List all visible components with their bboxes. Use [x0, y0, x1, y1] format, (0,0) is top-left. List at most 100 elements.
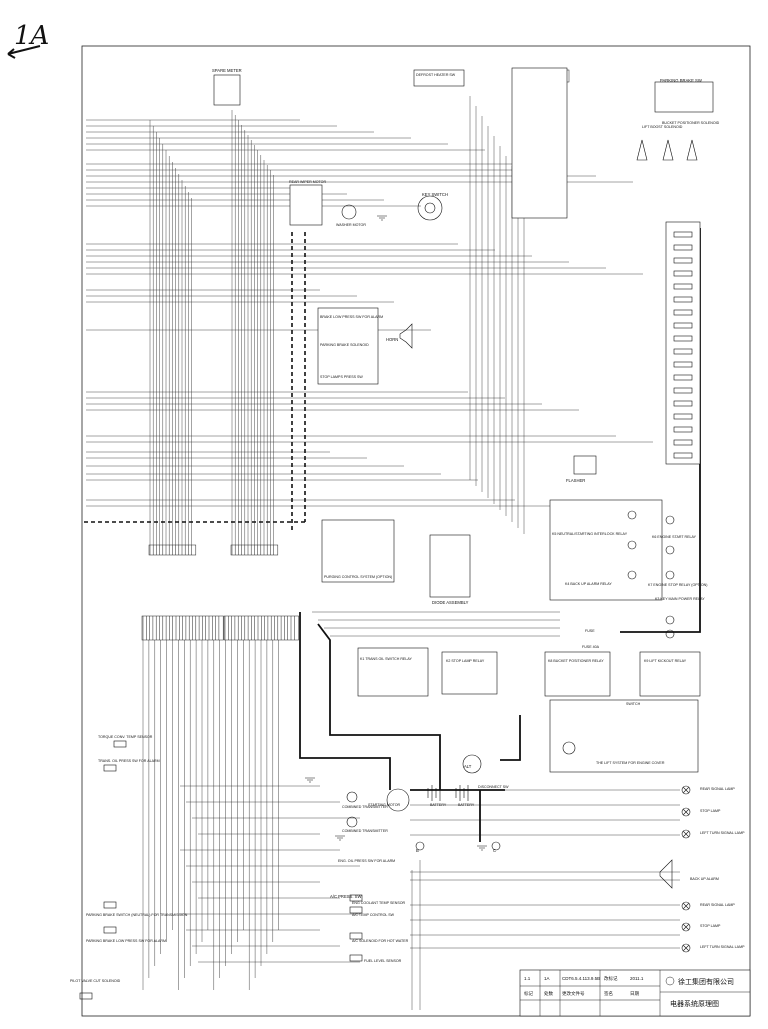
label-stop-lamp-1: STOP LAMP: [700, 809, 721, 813]
label-k1: K1 TRANS OIL SWITCH RELAY: [360, 657, 412, 661]
label-ac-press: A/C PRESS. SW: [330, 894, 361, 899]
label-washer-motor: WASHER MOTOR: [336, 223, 366, 227]
label-back-up-alarm: BACK UP ALARM: [690, 877, 719, 881]
fuse-icon: [673, 439, 693, 446]
label-stop-lamps-press: STOP LAMPS PRESS SW: [320, 375, 363, 379]
label-horn: HORN: [386, 337, 398, 342]
fuse-icon: [673, 452, 693, 459]
fuse-icon: [673, 296, 693, 303]
label-rear-signal-lamp-1: REAR SIGNAL LAMP: [700, 787, 735, 791]
battery-icon: [427, 785, 441, 801]
lamp-icon: [681, 829, 691, 839]
sensor-icon: [349, 954, 363, 962]
relay-coil-icon: [665, 570, 675, 580]
starting-motor-icon: [386, 788, 410, 812]
c-stud-icon: [491, 841, 501, 851]
label-purging: PURGING CONTROL SYSTEM (OPTION): [324, 575, 392, 579]
label-combined-transmitter-2: COMBINED TRANSMITTER: [342, 829, 388, 833]
label-starting-motor: STARTING MOTOR: [368, 803, 401, 807]
label-b-stud: B: [416, 848, 419, 853]
component-symbols: [79, 139, 698, 1000]
relay-coil-icon: [627, 570, 637, 580]
label-k9: K9 LIFT KICKOUT RELAY: [644, 659, 687, 663]
sensor-icon: [103, 926, 117, 934]
tb-cell-r1c3: CDT6.5.4.113.9.5B: [562, 976, 600, 981]
fuse-icon: [673, 309, 693, 316]
tb-cell-r2c2: 处数: [544, 990, 553, 997]
title-block-frame: [519, 969, 751, 1017]
lamp-cross: [682, 944, 690, 952]
label-lift-boost: LIFT BOOST SOLENOID: [642, 125, 683, 129]
fuse-icon: [673, 244, 693, 251]
components: [213, 67, 751, 1017]
relay-coil-icon: [665, 515, 675, 525]
fuse-icon: [673, 257, 693, 264]
tb-drawing-title: 电器系统原理图: [670, 999, 719, 1008]
label-k5: K5 NEUTRAL/STARTING INTERLOCK RELAY: [552, 532, 628, 536]
purging-box: [321, 519, 395, 583]
label-torque-conv: TORQUE CONV. TEMP SENSOR: [98, 735, 153, 739]
title-block-text: 1.1 1A CDT6.5.4.113.9.5B 改标记 2011.1 标记 处…: [524, 975, 734, 1008]
label-pilot-valve: PILOT VALVE CUT SOLENOID: [70, 979, 121, 983]
fuse-icon: [673, 400, 693, 407]
lamp-icon: [681, 943, 691, 953]
solenoid-icon: [636, 139, 648, 161]
sensor-icon: [103, 764, 117, 772]
fuse-icon: [673, 283, 693, 290]
fuse-icon: [673, 335, 693, 342]
engine-cover-lift-box: [549, 699, 699, 773]
dashed-harness: [84, 232, 306, 530]
label-flasher: FLASHER: [566, 478, 585, 483]
label-spare-meter: SPARE METER: [212, 68, 242, 73]
label-eng-oil-press: ENG. OIL PRESS SW FOR ALARM: [338, 859, 395, 863]
label-brake-low-press: BRAKE LOW PRESS SW FOR ALARM: [320, 315, 383, 319]
label-rear-signal-lamp-2: REAR SIGNAL LAMP: [700, 903, 735, 907]
transmitter-icon: [346, 816, 358, 828]
lift-motor-icon: [562, 741, 576, 755]
relay-coil-icon: [665, 615, 675, 625]
ground-icon: [305, 777, 315, 783]
relay-coil-icon: [627, 510, 637, 520]
label-ac-solenoid: A/C SOLENOID FOR HOT WATER: [352, 939, 409, 943]
lamp-cross: [682, 786, 690, 794]
label-k6: K6 ENGINE START RELAY: [652, 535, 697, 539]
tb-cell-r2c4: 签名: [604, 990, 613, 997]
sheet-mark: 1A: [14, 21, 49, 51]
label-k8: K8 BUCKET POSITIONER RELAY: [548, 659, 604, 663]
solenoid-icon: [686, 139, 698, 161]
tb-cell-r1c5: 2011.1: [630, 976, 644, 981]
label-pb-trans-sw: PARKING BRAKE SWITCH (NEUTRAL) FOR TRANS…: [86, 913, 188, 917]
fuse-icon: [673, 426, 693, 433]
label-parking-brake-sw: PARKING BRAKE SW: [660, 78, 702, 83]
fuse-icon: [673, 270, 693, 277]
lamp-cross: [682, 923, 690, 931]
relay-group-box: [549, 499, 663, 601]
label-defrost-heater: DEFROST HEATER SW: [416, 73, 456, 77]
lamp-cross: [682, 830, 690, 838]
ground-icon: [377, 215, 387, 221]
brake-alarm-box: [317, 307, 379, 385]
tb-cell-r2c1: 标记: [524, 990, 533, 997]
relay-coil-icon: [627, 540, 637, 550]
sensor-icon: [79, 992, 93, 1000]
label-k2: K2 STOP LAMP RELAY: [446, 659, 485, 663]
lamp-icon: [681, 901, 691, 911]
tb-company: 徐工集团有限公司: [678, 977, 734, 986]
k1-box: [357, 647, 429, 697]
label-k7: K7 ENGINE STOP RELAY (OPTION): [648, 583, 707, 587]
key-switch-inner: [424, 202, 436, 214]
fuse-relay-box: [665, 221, 701, 465]
label-switch: SWITCH: [626, 702, 641, 706]
relay-coil-icon: [665, 545, 675, 555]
wire-bundles: [86, 96, 680, 1010]
sheet-border: [81, 45, 751, 1017]
alternator-icon: [462, 754, 482, 774]
tb-cell-r2c5: 日期: [630, 991, 639, 997]
label-battery-1: BATTERY: [430, 803, 447, 807]
label-diode-assembly: DIODE ASSEMBLY: [432, 600, 469, 605]
label-eng-coolant: ENG COOLANT TEMP SENSOR: [352, 901, 406, 905]
label-c-stud: C: [493, 848, 496, 853]
label-k3: K3 KEY MAIN POWER RELAY: [655, 597, 705, 601]
sensor-icon: [349, 906, 363, 914]
